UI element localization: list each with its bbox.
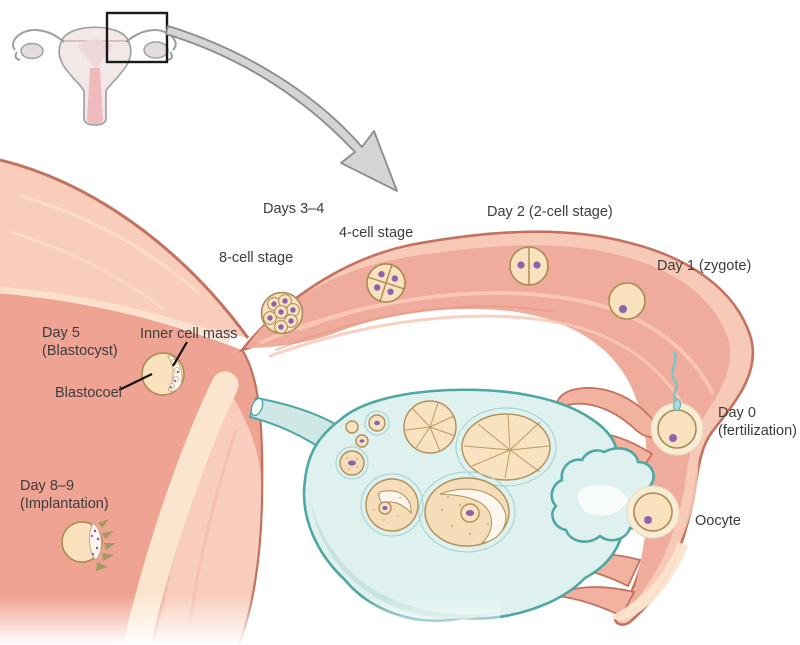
uterus-cross-section [0,292,264,645]
ovary [248,388,658,623]
inset-highlight-box [105,11,169,64]
label-day-0-line1: Day 0 [718,405,756,421]
follicles [335,400,557,553]
inner-cell-mass-pointer [172,341,188,367]
two-cell-stage [509,246,549,286]
labels: Days 3–4 4-cell stage Day 2 (2-cell stag… [20,201,797,529]
label-day-2: Day 2 (2-cell stage) [487,204,613,220]
four-cell-stage [366,263,406,303]
label-8-cell-stage: 8-cell stage [219,250,293,266]
label-day-0-line2: (fertilization) [718,423,797,439]
sperm-icon [671,350,682,412]
oocyte-cell [626,485,680,539]
uterus-overview-inset [12,11,398,192]
label-oocyte: Oocyte [695,513,741,529]
label-day-5-line1: Day 5 [42,325,80,341]
fallopian-tube [238,230,755,626]
bottom-fade [0,596,500,645]
label-day-8-9-line1: Day 8–9 [20,478,74,494]
label-4-cell-stage: 4-cell stage [339,225,413,241]
eight-cell-stage [260,291,304,335]
implantation-cell [61,519,116,571]
blastocoel-pointer [118,373,153,391]
label-day-8-9-line2: (Implantation) [20,496,109,512]
uterus-fundus-wall [0,158,250,344]
label-inner-cell-mass: Inner cell mass [140,326,238,342]
zoom-arrow [165,25,398,192]
zygote-cell [608,282,646,320]
label-blastocoel: Blastocoel [55,385,122,401]
label-days-3-4: Days 3–4 [263,201,324,217]
label-day-1: Day 1 (zygote) [657,258,751,274]
fertilization-cell [650,350,704,456]
label-day-5-line2: (Blastocyst) [42,343,118,359]
villi [96,519,116,571]
